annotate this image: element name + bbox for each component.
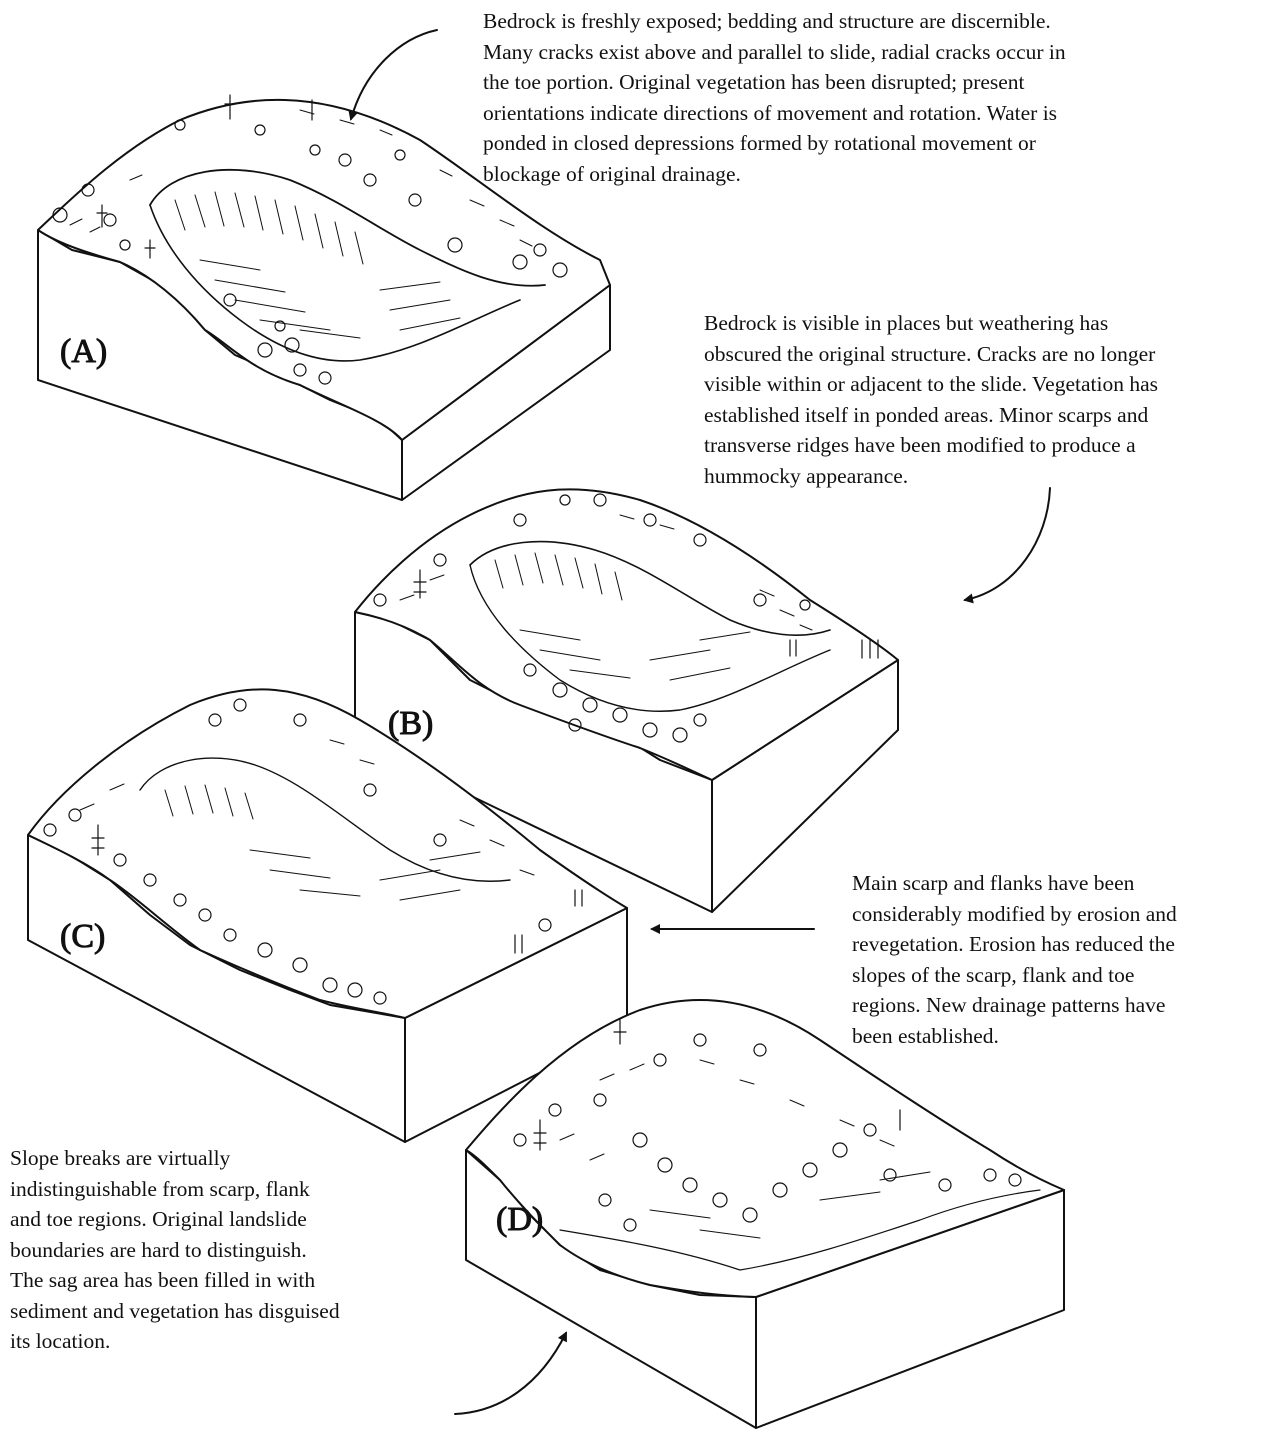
arrow-to-block-b xyxy=(963,487,1051,604)
block-diagram-c xyxy=(27,688,628,1143)
block-b-main-scarp xyxy=(469,540,831,636)
caption-stage-d: Slope breaks are virtually indistinguish… xyxy=(10,1146,340,1353)
block-b-hatching xyxy=(399,514,813,681)
block-a-slide-margin xyxy=(149,204,521,362)
block-d-trees xyxy=(513,1019,1022,1232)
block-a-hatching xyxy=(69,109,533,339)
block-c-main-scarp xyxy=(139,757,511,882)
block-a-top-surface xyxy=(37,98,611,441)
block-b-label: (B) xyxy=(388,705,433,742)
block-diagram-b xyxy=(354,488,899,913)
block-a-label: (A) xyxy=(60,333,107,370)
block-c-hatching xyxy=(79,739,535,901)
block-b-top-surface xyxy=(354,488,899,781)
caption-stage-b: Bedrock is visible in places but weather… xyxy=(704,311,1158,488)
block-b-trees xyxy=(373,493,879,743)
block-d-drainage xyxy=(559,1189,1041,1271)
block-c-label: (C) xyxy=(60,918,105,955)
block-d-label: (D) xyxy=(496,1201,543,1238)
arrow-to-block-d xyxy=(454,1331,567,1415)
caption-stage-c: Main scarp and flanks have been consider… xyxy=(852,871,1177,1048)
block-a-trees xyxy=(52,94,568,385)
block-d-top-surface xyxy=(465,999,1065,1298)
block-a-main-scarp xyxy=(149,169,546,287)
block-d-hatching xyxy=(559,1059,931,1239)
caption-stage-a: Bedrock is freshly exposed; bedding and … xyxy=(483,9,1066,186)
block-diagram-a xyxy=(37,94,611,501)
arrow-to-block-a xyxy=(348,29,438,121)
block-b-slide-margin xyxy=(469,564,831,712)
block-diagram-d xyxy=(465,999,1065,1429)
block-c-trees xyxy=(43,698,583,1005)
block-c-top-surface xyxy=(27,688,628,1019)
